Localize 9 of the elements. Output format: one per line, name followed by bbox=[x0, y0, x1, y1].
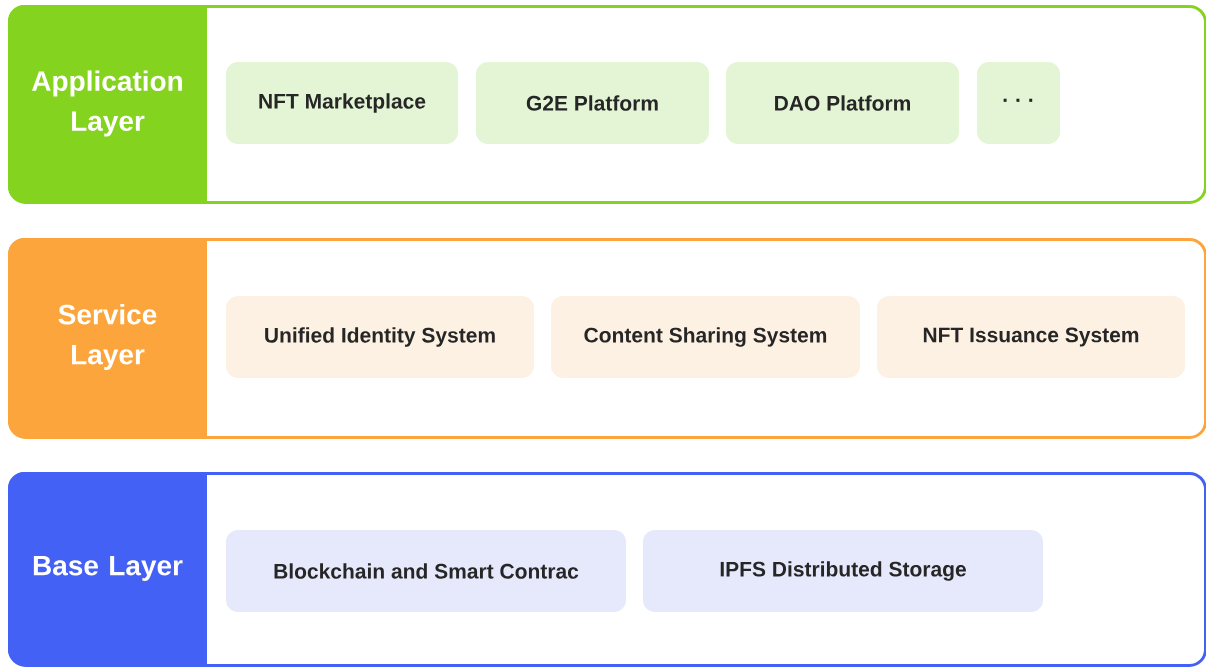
module-box: NFT Marketplace bbox=[226, 62, 458, 144]
module-box: Unified Identity System bbox=[226, 296, 534, 378]
module-box: IPFS Distributed Storage bbox=[643, 530, 1043, 612]
module-box: NFT Issuance System bbox=[877, 296, 1185, 378]
module-box: · · · bbox=[977, 62, 1060, 144]
module-box: Blockchain and Smart Contrac bbox=[226, 530, 626, 612]
module-box: G2E Platform bbox=[476, 62, 709, 144]
module-box: Content Sharing System bbox=[551, 296, 860, 378]
module-box: DAO Platform bbox=[726, 62, 959, 144]
